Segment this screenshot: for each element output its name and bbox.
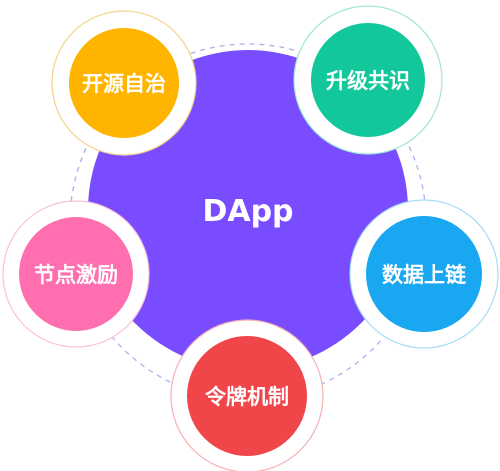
node-node-incentive: 节点激励: [2, 200, 150, 348]
node-label: 开源自治: [82, 72, 166, 96]
node-token-mechanism: 令牌机制: [170, 319, 324, 471]
node-label: 令牌机制: [205, 385, 289, 409]
node-label: 升级共识: [326, 69, 410, 93]
node-circle: [187, 336, 307, 456]
node-circle: [366, 216, 482, 332]
node-circle: [69, 28, 179, 138]
node-open-source: 开源自治: [51, 10, 197, 156]
node-label: 节点激励: [34, 263, 118, 287]
node-circle: [311, 23, 425, 137]
node-circle: [19, 217, 133, 331]
node-data-onchain: 数据上链: [349, 199, 499, 349]
node-consensus-upgrade: 升级共识: [293, 5, 443, 155]
center-label: DApp: [202, 194, 293, 229]
node-label: 数据上链: [382, 263, 467, 287]
